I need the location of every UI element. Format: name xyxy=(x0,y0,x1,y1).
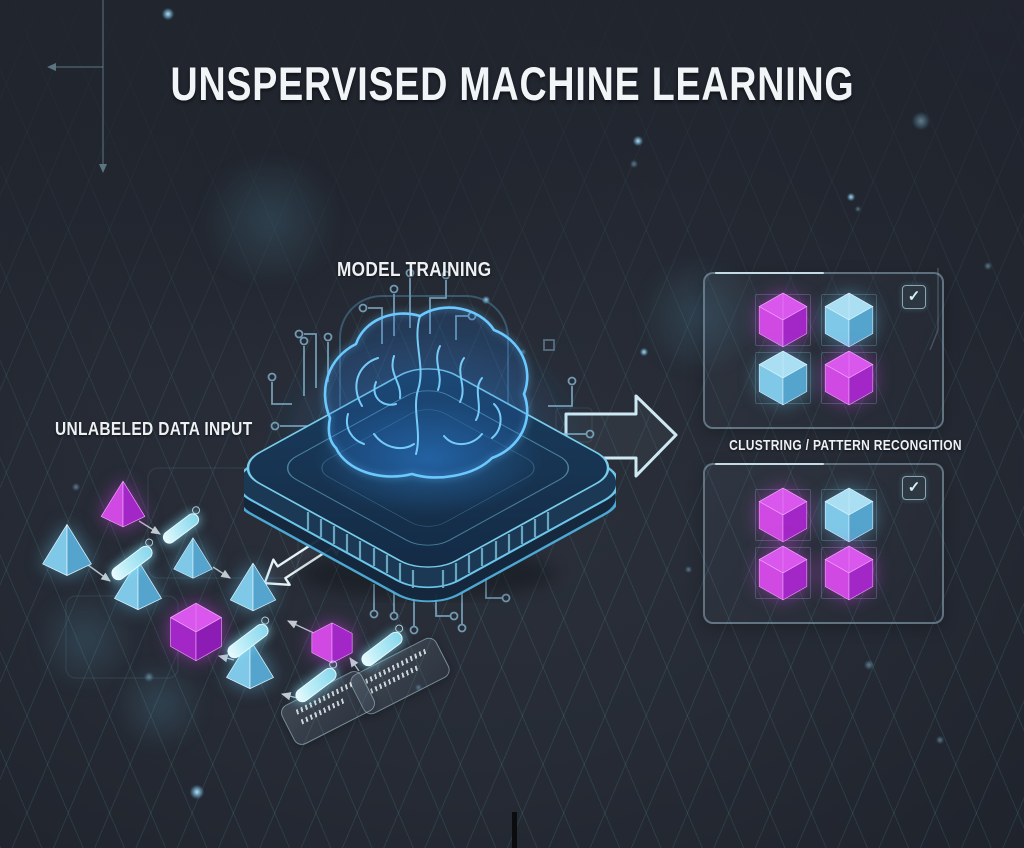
brain-icon xyxy=(321,303,532,482)
input-shape-pyramid xyxy=(226,556,280,618)
cluster-panel-2: ✓ xyxy=(703,463,944,624)
cluster-cube-grid xyxy=(755,487,877,601)
page-title: UNSPERVISED MACHINE LEARNING xyxy=(170,57,854,110)
input-shape-cube xyxy=(168,601,224,663)
input-shape-pyramid xyxy=(170,534,216,582)
input-shape-gem xyxy=(308,620,356,666)
cluster-cube xyxy=(821,350,877,406)
label-unlabeled-data-input: UNLABELED DATA INPUT xyxy=(55,419,253,439)
cluster-cube xyxy=(755,545,811,601)
input-shape-pyramid xyxy=(97,478,149,530)
tag-scribble-text xyxy=(300,697,346,725)
cluster-cube xyxy=(755,292,811,348)
cluster-cube-grid xyxy=(755,292,877,406)
bottom-black-line xyxy=(512,812,517,848)
cluster-cube xyxy=(755,350,811,406)
cluster-cube xyxy=(821,292,877,348)
cluster-cube xyxy=(821,487,877,543)
label-clustering-pattern-recognition: CLUSTRING / PATTERN RECONGITION xyxy=(729,437,962,454)
label-model-training: MODEL TRAINING xyxy=(337,259,492,281)
cluster-cube xyxy=(821,545,877,601)
checkmark-icon: ✓ xyxy=(902,476,926,500)
cluster-cube xyxy=(755,487,811,543)
checkmark-icon: ✓ xyxy=(902,285,926,309)
input-shape-pyramid xyxy=(38,520,96,580)
cluster-panel-1: ✓ xyxy=(703,272,944,429)
